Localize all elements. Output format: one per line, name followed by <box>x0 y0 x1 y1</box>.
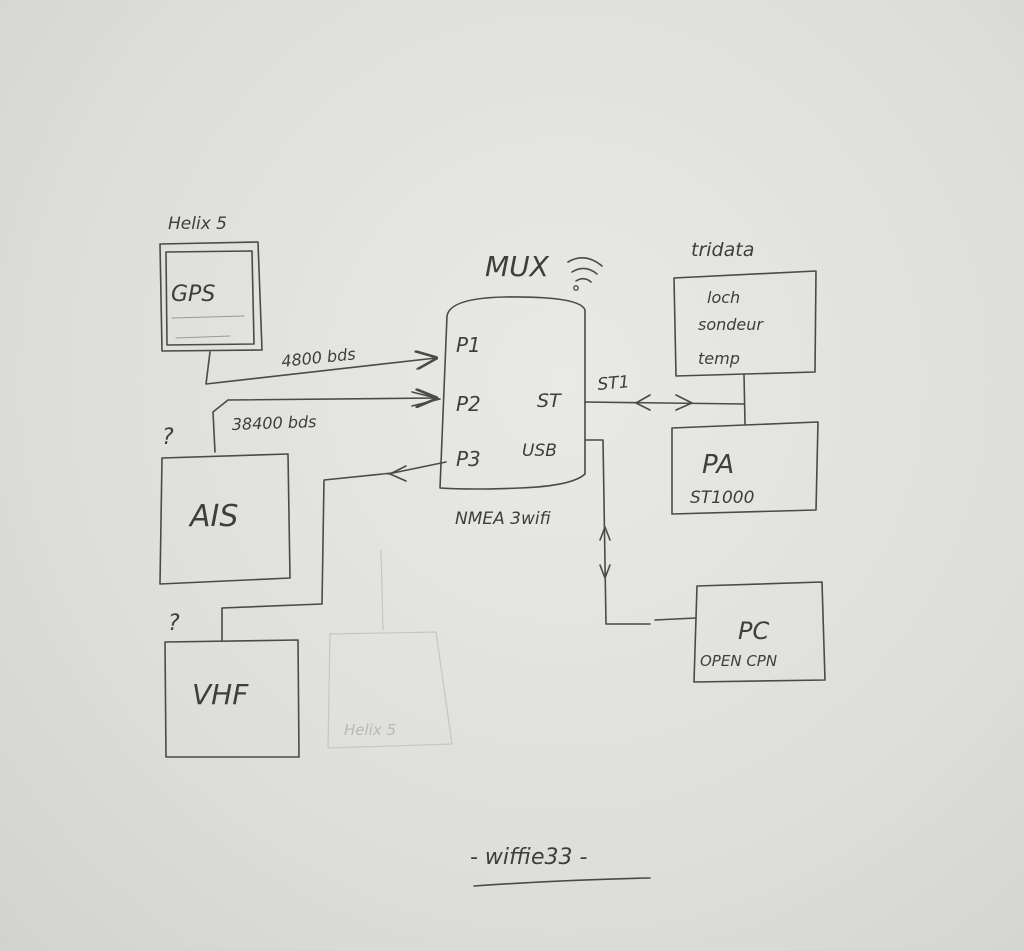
connections: 4800 bds 38400 bds ST1 <box>205 344 746 641</box>
link-st-label: ST1 <box>597 372 631 395</box>
mux-port-usb: USB <box>522 441 557 461</box>
ghost-box <box>327 631 453 749</box>
link-st-arrow-left <box>635 394 651 411</box>
gps-box-inner <box>165 250 255 346</box>
ghost-label: Helix 5 <box>344 721 396 739</box>
mux-port-p3: P3 <box>456 447 481 471</box>
pc-title: PC <box>738 617 769 645</box>
ghost-line <box>380 549 384 631</box>
mux-port-p2: P2 <box>456 392 481 416</box>
tridata-line-sondeur: sondeur <box>698 315 764 334</box>
link-tridata-pa <box>743 373 746 425</box>
link-ais-p2 <box>212 398 436 453</box>
link-p3-arrowhead <box>389 465 407 482</box>
mux-caption: NMEA 3wifi <box>455 509 551 529</box>
tridata-line-loch: loch <box>707 288 740 307</box>
link-gps-p1 <box>205 352 436 385</box>
pc-box <box>693 581 826 683</box>
helix5-caption: Helix 5 <box>168 214 227 234</box>
mux-node: MUX P1 P2 P3 ST USB NMEA 3wifi <box>439 250 603 529</box>
ais-label: AIS <box>188 499 238 534</box>
pilot-node: PA ST1000 <box>671 421 819 515</box>
link-gps-speed: 4800 bds <box>280 344 356 371</box>
ais-node: ? AIS <box>159 425 291 585</box>
link-usb-pc-end <box>654 617 697 621</box>
link-usb-arrow-down <box>599 564 611 579</box>
vhf-node: ? VHF <box>164 611 300 758</box>
tridata-node: tridata loch sondeur temp <box>673 239 817 377</box>
ghost-node: Helix 5 <box>327 549 453 749</box>
pc-software: OPEN CPN <box>700 652 777 670</box>
mux-port-p1: P1 <box>456 333 481 357</box>
gps-box-outer <box>159 241 263 352</box>
tridata-line-temp: temp <box>698 349 740 368</box>
signature: - wiffie33 - <box>470 845 651 887</box>
signature-text: - wiffie33 - <box>470 845 588 870</box>
gps-node: Helix 5 GPS <box>159 214 263 352</box>
vhf-label: VHF <box>192 678 249 711</box>
tridata-caption: tridata <box>691 239 754 261</box>
wifi-icon <box>567 257 603 291</box>
link-p3-out <box>387 461 447 475</box>
mux-port-st: ST <box>537 390 562 412</box>
link-st-arrow-right <box>675 394 693 411</box>
tridata-box <box>673 270 817 377</box>
signature-underline <box>473 877 651 887</box>
link-usb-pc <box>584 439 651 625</box>
pilot-box <box>671 421 819 515</box>
link-ais-double-head <box>411 391 441 407</box>
pc-node: PC OPEN CPN <box>693 581 826 683</box>
pilot-model: ST1000 <box>690 488 754 508</box>
vhf-box <box>164 639 300 758</box>
link-vhf-line <box>221 472 393 641</box>
link-st-bus <box>584 401 745 405</box>
link-ais-speed: 38400 bds <box>231 412 316 434</box>
gps-label: GPS <box>171 282 215 307</box>
ais-query-mark: ? <box>162 425 174 450</box>
mux-title: MUX <box>485 250 550 283</box>
ais-box <box>159 453 291 585</box>
link-usb-arrow-up <box>599 526 611 541</box>
pilot-title: PA <box>702 450 734 480</box>
gps-erased-marks <box>171 315 245 339</box>
vhf-query-mark: ? <box>168 611 180 636</box>
mux-box <box>439 296 586 490</box>
